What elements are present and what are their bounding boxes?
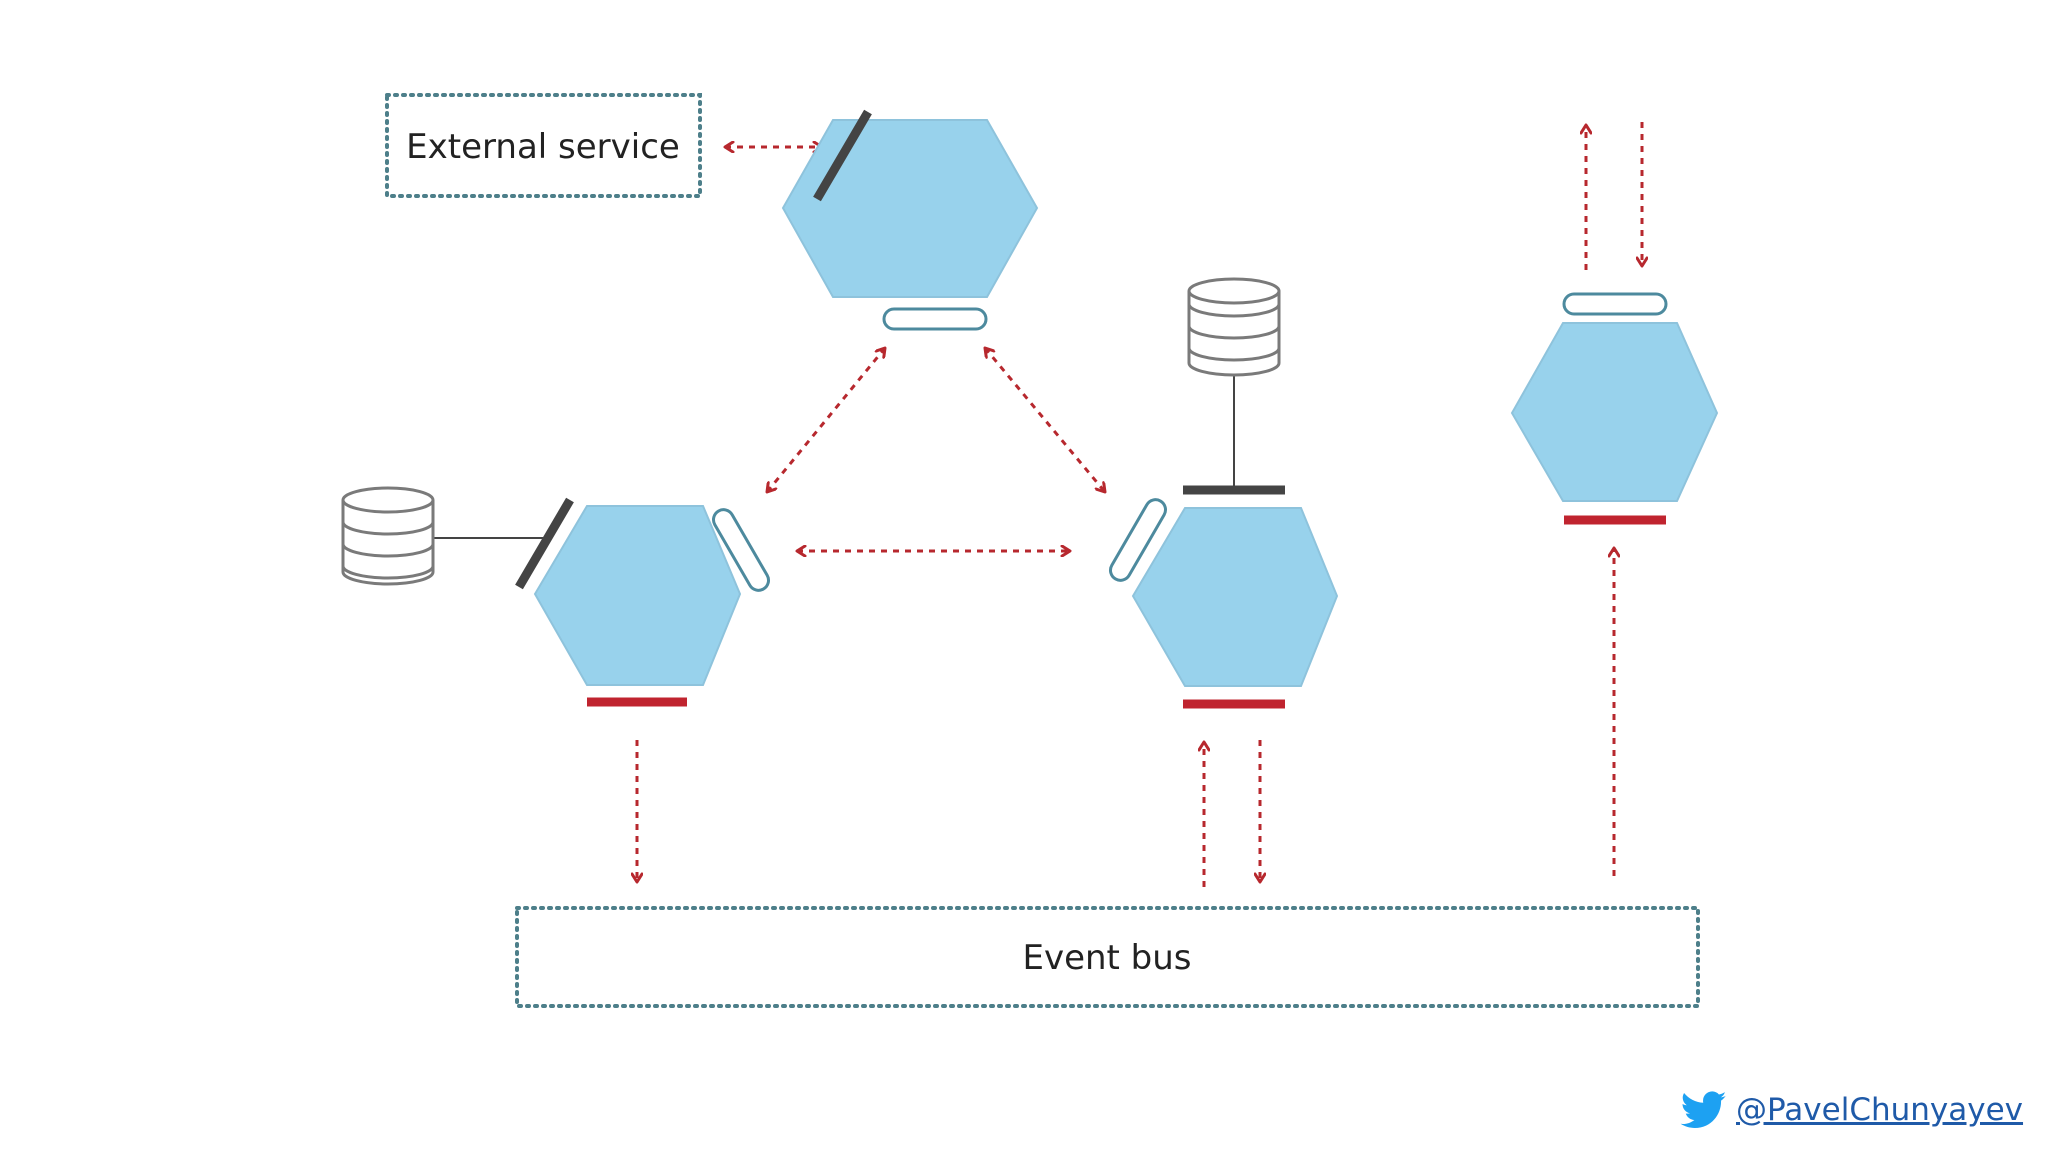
hexagon-shape [533,505,742,686]
service-hexagon-c [1109,277,1339,709]
event-bus-box: Event bus [515,906,1700,1008]
database-icon [341,486,435,586]
twitter-handle-text[interactable]: @PavelChunyayev [1736,1092,2024,1128]
external-service-label: External service [406,127,680,167]
hexagon-shape [781,119,1039,298]
external-service-box: External service [385,93,702,198]
hexagon-shape [1131,507,1339,687]
dark-port [515,497,574,590]
arrow-service-a-to-service-c [985,348,1105,492]
open-port [712,508,770,592]
open-port [882,307,988,331]
arrow-service-a-to-service-b [767,348,885,492]
open-port [1562,292,1668,316]
twitter-handle-link[interactable]: @PavelChunyayev [1678,1080,2023,1140]
twitter-bird-icon [1680,1091,1727,1129]
dark-port [813,109,872,202]
open-port [1109,498,1167,582]
service-hexagon-b [341,486,770,707]
service-hexagon-d [1510,292,1719,525]
event-bus-label: Event bus [1022,938,1191,978]
database-icon [1187,277,1281,377]
service-hexagon-a [781,109,1039,331]
hexagon-shape [1510,322,1719,502]
